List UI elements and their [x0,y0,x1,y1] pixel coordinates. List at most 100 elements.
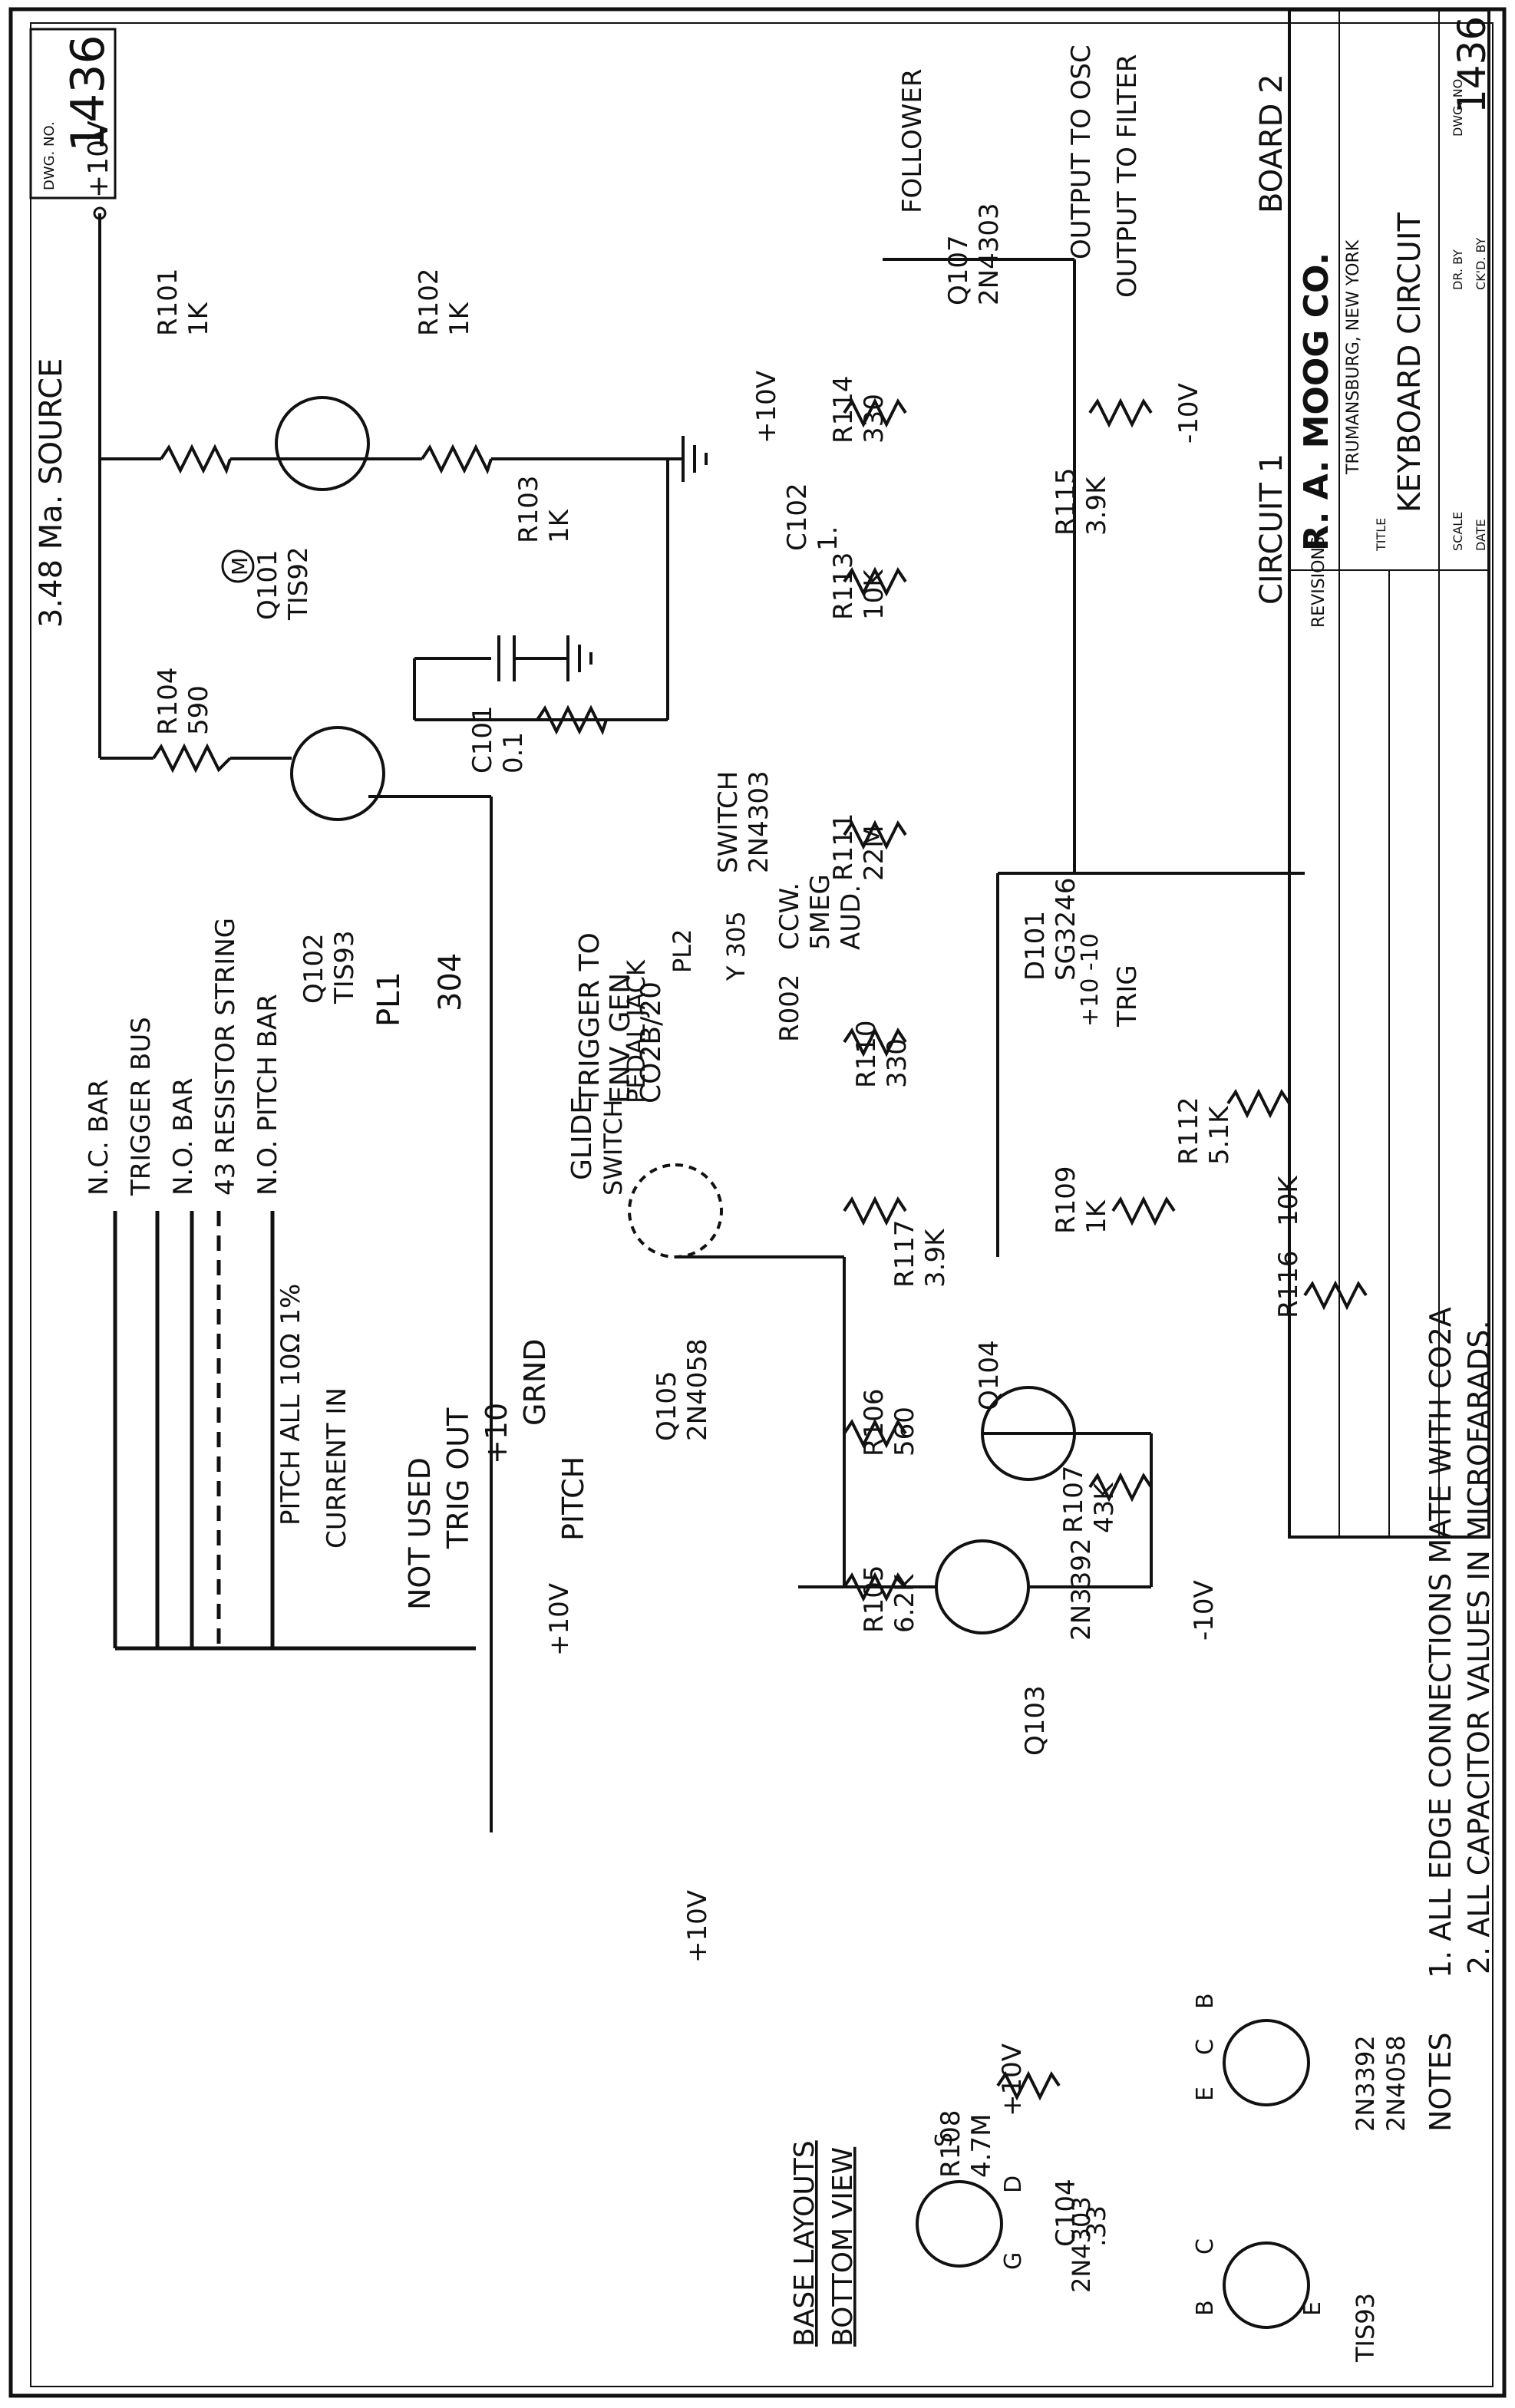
svg-text:BOTTOM VIEW: BOTTOM VIEW [827,2147,859,2347]
svg-text:2N4303: 2N4303 [1067,2196,1096,2293]
company-name: R. A. MOOG CO. [1297,252,1336,551]
svg-text:ENV. GEN: ENV. GEN [605,973,636,1103]
svg-text:E: E [1192,2086,1219,2101]
j304-label: 304 [433,953,468,1011]
r114-zigzag [843,397,907,428]
ground-symbol-r102 [668,436,708,482]
svg-text:43K: 43K [1089,1482,1120,1533]
svg-text:10K: 10K [859,569,890,620]
svg-text:1K: 1K [444,301,475,336]
board-label: BOARD 2 [1254,74,1289,213]
bus-labels: N.C. BAR TRIGGER BUS N.O. BAR 43 RESISTO… [84,918,283,1196]
svg-text:R109: R109 [1051,1166,1081,1234]
svg-text:DATE: DATE [1474,519,1488,551]
svg-text:-10V: -10V [1189,1580,1220,1641]
r112-zigzag [1226,1088,1291,1119]
svg-text:0.1: 0.1 [498,732,529,774]
svg-text:AUD.: AUD. [836,885,866,950]
bus-pitch-label: N.O. PITCH BAR [252,994,283,1196]
svg-text:CK'D. BY: CK'D. BY [1474,237,1488,290]
dwg-number-title: 1436 [1450,16,1494,114]
svg-text:R105: R105 [859,1565,890,1633]
svg-text:2N4303: 2N4303 [744,770,774,873]
svg-text:330: 330 [859,394,890,444]
svg-text:DWG. NO.: DWG. NO. [41,121,58,190]
svg-text:Q102: Q102 [299,933,329,1004]
svg-text:R116: R116 [1273,1250,1304,1318]
bus-trigger-label: TRIGGER BUS [126,1017,157,1196]
matched-badge-q101 [221,549,255,583]
drawing-title: KEYBOARD CIRCUIT [1392,212,1428,513]
svg-text:590: 590 [183,685,214,735]
q102-symbol [290,726,385,821]
svg-text:R110: R110 [851,1020,882,1088]
bus-bars [113,1211,476,1651]
current-in-label: CURRENT IN [322,1387,352,1549]
svg-text:TIS93: TIS93 [329,930,360,1004]
svg-text:B: B [1192,1993,1219,2009]
svg-text:GRND: GRND [518,1338,552,1426]
svg-text:TRIG OUT: TRIG OUT [441,1407,475,1549]
svg-text:BASE LAYOUTS: BASE LAYOUTS [789,2140,820,2347]
svg-text:+10V: +10V [751,371,782,444]
svg-text:M: M [227,557,252,576]
svg-text:D101: D101 [1020,911,1051,981]
outer-border [8,7,1507,2398]
svg-text:+10 -10: +10 -10 [1077,933,1104,1027]
svg-text:R102: R102 [414,268,444,336]
svg-text:2N3392: 2N3392 [1351,2035,1380,2132]
svg-text:TIS92: TIS92 [283,546,314,621]
r104-zigzag [152,743,232,774]
svg-text:4.7M: 4.7M [966,2114,997,2178]
resistors-source [152,444,608,774]
plus10v-label-top: +10V [83,120,114,198]
svg-text:Q107: Q107 [943,235,974,305]
svg-text:22M: 22M [859,825,890,881]
svg-text:Y 305: Y 305 [721,911,751,981]
svg-text:G: G [1000,2252,1027,2270]
svg-text:R108: R108 [936,2109,966,2178]
svg-text:TIS93: TIS93 [1351,2293,1380,2363]
r111-zigzag [843,820,907,850]
base-layouts: BASE LAYOUTS BOTTOM VIEW S D G 2N4303 B … [789,1993,1411,2363]
output-osc-label: OUTPUT TO OSC [1066,45,1097,259]
wires-source [98,213,669,1832]
svg-text:SG3246: SG3246 [1051,878,1081,981]
pitch-all-label: PITCH ALL 10Ω 1% [276,1284,306,1526]
svg-text:R114: R114 [828,375,859,444]
svg-text:C: C [1192,2039,1219,2055]
svg-text:FOLLOWER: FOLLOWER [897,69,928,213]
svg-text:Q104: Q104 [974,1340,1005,1410]
svg-text:CCW.: CCW. [774,882,805,950]
svg-text:PITCH: PITCH [556,1456,590,1541]
c101-symbol [497,635,592,681]
svg-text:R107: R107 [1058,1465,1089,1533]
r109-zigzag [1111,1196,1176,1226]
svg-text:SWITCH: SWITCH [713,771,744,873]
r110-zigzag [843,1027,907,1057]
note-1: 1. ALL EDGE CONNECTIONS MATE WITH CO2A [1424,1307,1457,1978]
resistors-lower [843,397,1368,2101]
svg-text:-10V: -10V [1173,383,1204,444]
r103-zigzag [536,704,608,736]
svg-text:330: 330 [882,1038,913,1088]
svg-text:1K: 1K [544,508,575,543]
r113-zigzag [843,566,907,597]
q103-symbol [935,1539,1030,1634]
svg-text:R111: R111 [828,813,859,881]
title-block: R. A. MOOG CO. TRUMANSBURG, NEW YORK TIT… [1288,8,1494,1539]
bus-nc-label: N.C. BAR [84,1079,114,1196]
svg-text:R113: R113 [828,552,859,620]
q105-symbol [628,1163,723,1258]
r108-zigzag [996,2070,1061,2101]
svg-text:.33: .33 [1081,2205,1112,2247]
svg-text:D: D [1000,2175,1027,2193]
svg-text:1K: 1K [183,301,214,336]
svg-text:Q103: Q103 [1020,1685,1051,1756]
wires-lower [675,258,1305,1588]
r115-zigzag [1088,397,1153,428]
bus-no-label: N.O. BAR [168,1078,199,1196]
note-2: 2. ALL CAPACITOR VALUES IN MICROFARADS. [1462,1320,1496,1974]
svg-text:2N4058: 2N4058 [682,1338,713,1441]
svg-text:Q101: Q101 [252,549,283,620]
